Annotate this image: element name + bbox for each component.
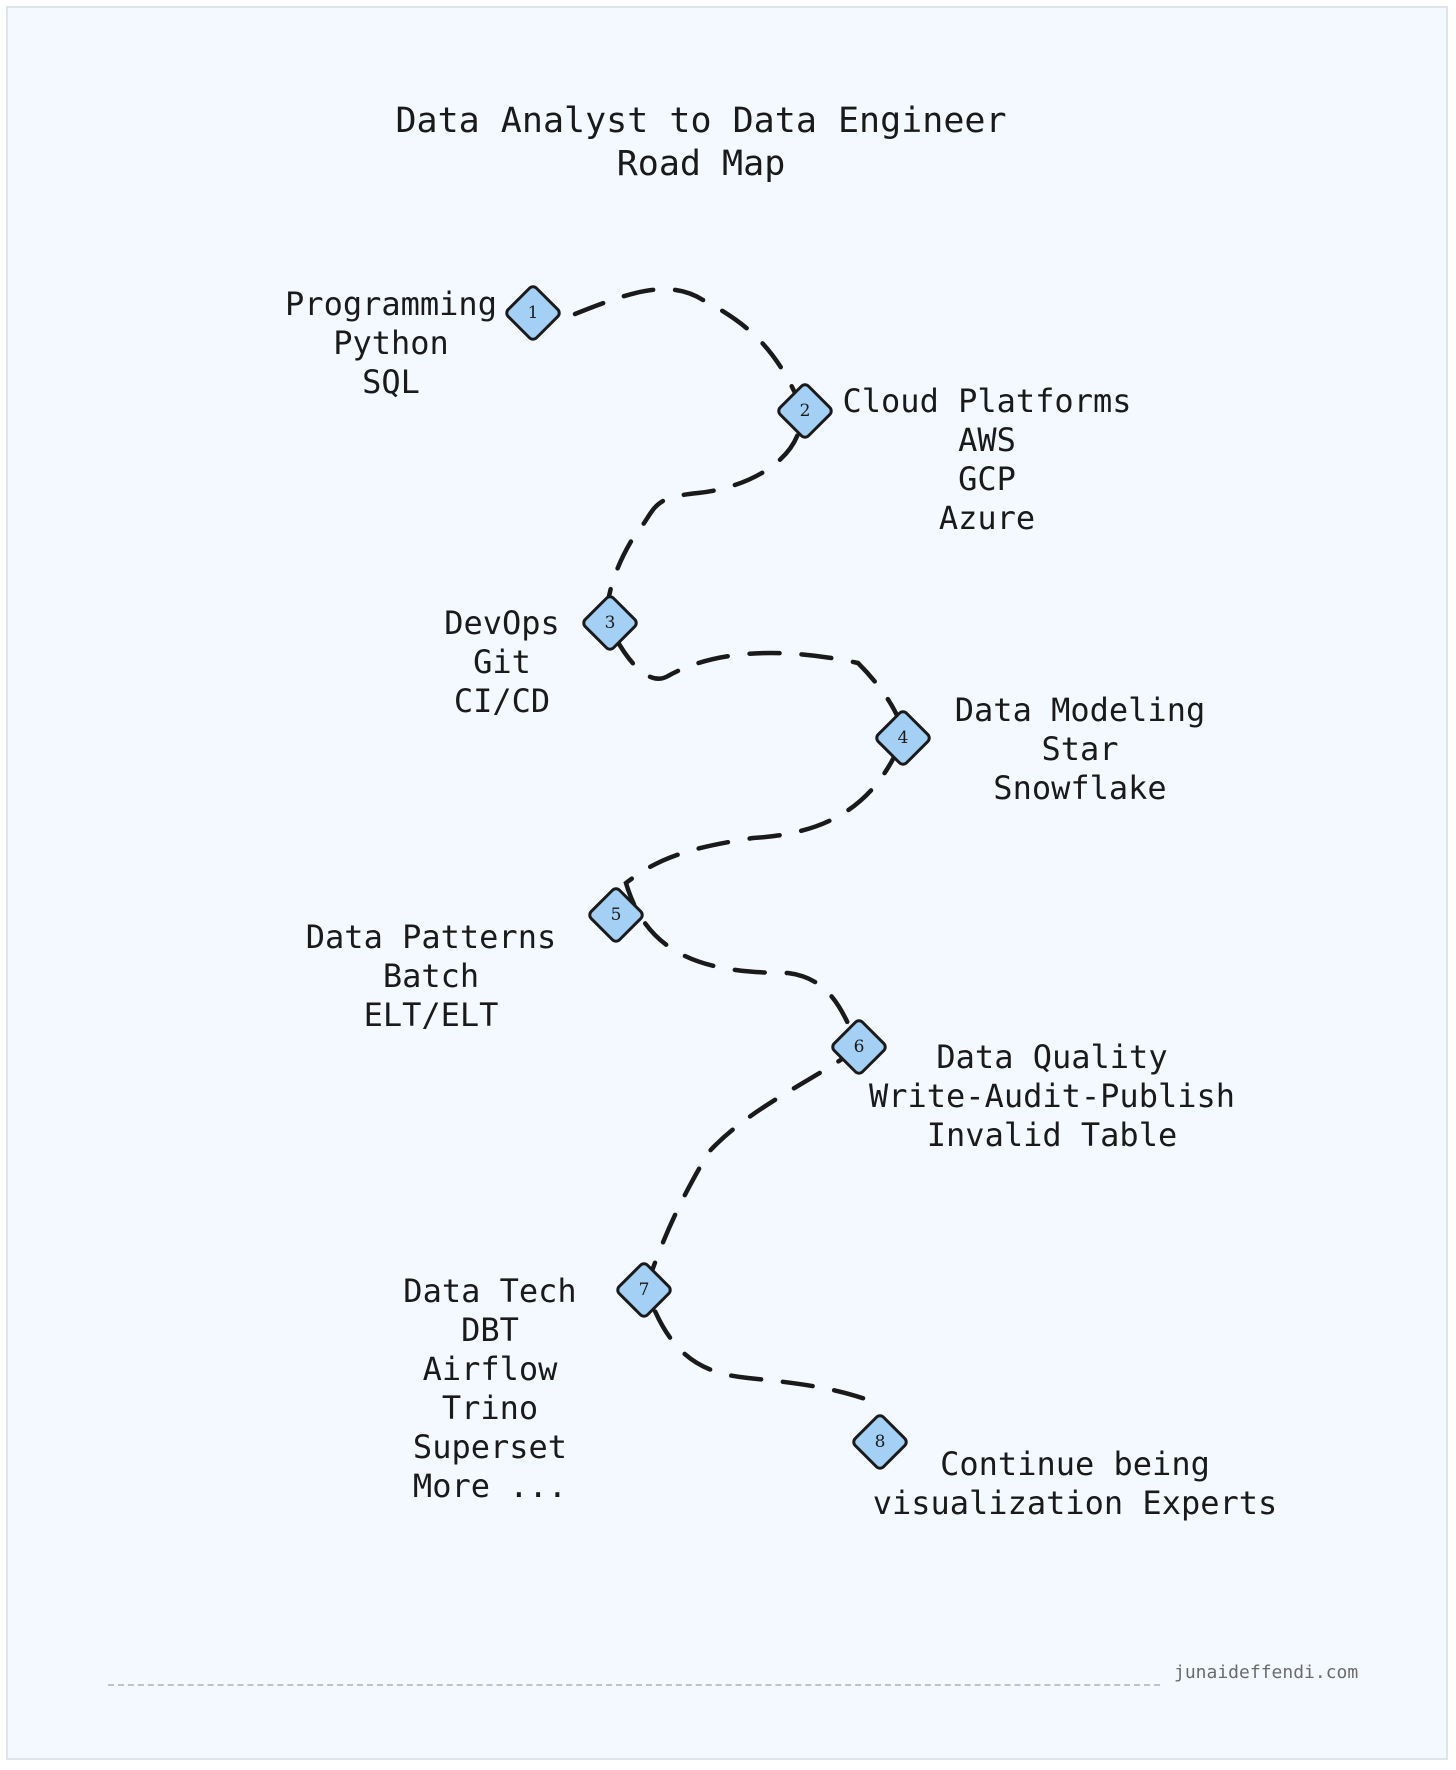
step-6-item: Invalid Table — [926, 1116, 1178, 1154]
step-7-heading: Data Tech — [403, 1272, 577, 1310]
step-8-label: Continue being visualization Experts — [873, 1445, 1278, 1523]
step-4-label: Data Modeling Star Snowflake — [955, 691, 1205, 808]
step-1-heading: Programming — [285, 285, 497, 323]
step-7-item: DBT — [461, 1311, 519, 1349]
step-3-label: DevOps Git CI/CD — [444, 604, 560, 721]
dashed-route — [572, 286, 906, 1406]
step-6-heading: Data Quality — [936, 1038, 1168, 1076]
step-5-number: 5 — [611, 905, 622, 925]
step-6-label: Data Quality Write-Audit-Publish Invalid… — [869, 1038, 1235, 1155]
step-3-item: Git — [473, 643, 531, 681]
step-3-number: 3 — [605, 613, 616, 633]
step-7-marker: 7 — [616, 1262, 672, 1318]
step-4-item: Snowflake — [993, 769, 1167, 807]
step-8-item: visualization Experts — [872, 1484, 1278, 1522]
step-7-item: More ... — [412, 1467, 568, 1505]
step-4-marker: 4 — [875, 710, 931, 766]
roadmap-title: Data Analyst to Data Engineer Road Map — [395, 100, 1006, 186]
step-2-item: AWS — [958, 421, 1016, 459]
step-2-heading: Cloud Platforms — [842, 382, 1132, 420]
step-8-heading: Continue being — [940, 1445, 1210, 1483]
footer-divider — [108, 1684, 1160, 1686]
title-line-2: Road Map — [616, 144, 786, 184]
step-2-label: Cloud Platforms AWS GCP Azure — [843, 382, 1132, 538]
step-3-item: CI/CD — [453, 682, 551, 720]
step-2-item: Azure — [938, 499, 1036, 537]
footer-credit: junaideffendi.com — [1174, 1662, 1359, 1683]
step-2-number: 2 — [800, 401, 811, 421]
step-1-marker: 1 — [505, 285, 561, 341]
step-7-item: Trino — [441, 1389, 539, 1427]
step-7-label: Data Tech DBT Airflow Trino Superset Mor… — [403, 1272, 576, 1506]
step-5-heading: Data Patterns — [305, 918, 557, 956]
step-6-item: Write-Audit-Publish — [868, 1077, 1236, 1115]
step-4-heading: Data Modeling — [954, 691, 1206, 729]
step-1-item: Python — [333, 324, 449, 362]
step-2-marker: 2 — [777, 383, 833, 439]
step-2-item: GCP — [958, 460, 1016, 498]
step-5-label: Data Patterns Batch ELT/ELT — [306, 918, 556, 1035]
step-3-marker: 3 — [582, 595, 638, 651]
step-1-label: Programming Python SQL — [285, 285, 497, 402]
step-1-number: 1 — [528, 303, 539, 323]
step-1-item: SQL — [362, 363, 420, 401]
step-3-heading: DevOps — [444, 604, 560, 642]
step-6-number: 6 — [854, 1037, 865, 1057]
step-4-item: Star — [1041, 730, 1119, 768]
roadmap-path: 1 2 3 4 5 6 7 8 — [505, 285, 931, 1470]
title-line-1: Data Analyst to Data Engineer — [395, 101, 1007, 141]
step-4-number: 4 — [898, 728, 909, 748]
step-5-item: ELT/ELT — [363, 996, 499, 1034]
step-6-marker: 6 — [831, 1019, 887, 1075]
step-7-item: Superset — [412, 1428, 568, 1466]
step-5-item: Batch — [382, 957, 480, 995]
roadmap-canvas: Data Analyst to Data Engineer Road Map 1… — [6, 6, 1448, 1760]
step-5-marker: 5 — [588, 887, 644, 943]
step-8-marker: 8 — [852, 1414, 908, 1470]
step-7-item: Airflow — [422, 1350, 558, 1388]
step-8-number: 8 — [875, 1432, 886, 1452]
step-7-number: 7 — [639, 1280, 650, 1300]
